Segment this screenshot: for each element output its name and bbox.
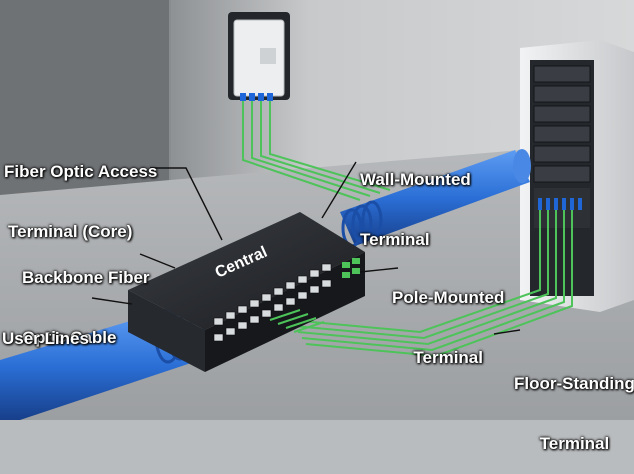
label-line: Floor-Standing: [514, 374, 634, 393]
ethernet-ports: [213, 263, 332, 342]
label-pole-mounted-terminal: Pole-Mounted Terminal: [392, 248, 504, 388]
label-floor-standing-terminal: Floor-Standing Terminal: [514, 334, 634, 474]
label-line: Terminal: [413, 348, 483, 367]
leader-lines: [91, 161, 521, 335]
label-line: Terminal: [539, 434, 610, 453]
label-line: Backbone Fiber: [22, 268, 150, 287]
label-line: Optic Cable: [22, 328, 117, 347]
label-user-lines: User Lines: [2, 289, 89, 369]
label-line: Terminal (Core): [8, 222, 133, 241]
wall-mounted-terminal-device: [228, 12, 290, 101]
fiber-ports: [342, 258, 360, 278]
label-line: Terminal: [360, 230, 430, 249]
floor-standing-terminal-rack: [520, 40, 634, 312]
label-line: Pole-Mounted: [392, 288, 505, 307]
wall-fiber-bundle: [242, 101, 391, 201]
label-line: User Lines: [2, 329, 89, 348]
pole-fiber-bundle: [269, 309, 325, 333]
floor-fiber-bundle: [289, 210, 573, 358]
central-switch: Central: [128, 212, 365, 372]
network-diagram-scene: Central: [0, 0, 634, 420]
label-backbone-fiber-optic-cable: Backbone Fiber Optic Cable: [22, 228, 150, 368]
label-line: Fiber Optic Access: [4, 162, 158, 181]
left-wall: [0, 0, 170, 195]
label-wall-mounted-terminal: Wall-Mounted Terminal: [360, 130, 471, 270]
label-fiber-optic-access-terminal: Fiber Optic Access Terminal (Core): [4, 122, 157, 262]
label-line: Wall-Mounted: [360, 170, 471, 189]
